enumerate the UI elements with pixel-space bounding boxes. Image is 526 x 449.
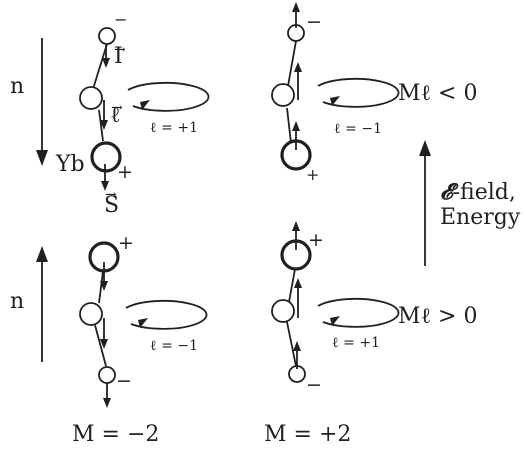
charge-plus-tr: + xyxy=(306,165,319,184)
efield-text: -field, xyxy=(453,180,516,205)
ml-negative-label: Mℓ < 0 xyxy=(398,81,477,106)
vector-label-i: I xyxy=(114,44,123,69)
molecule-top-right xyxy=(271,2,400,171)
middle-atom xyxy=(79,86,103,110)
middle-atom xyxy=(271,83,295,107)
ml-positive-label: Mℓ > 0 xyxy=(398,304,477,329)
charge-minus-bl: − xyxy=(116,370,132,392)
l-value-bottom-right: ℓ = +1 xyxy=(332,335,380,351)
molecule-bottom-right xyxy=(271,221,400,383)
orbit-ellipse xyxy=(125,299,208,330)
charge-plus-bl: + xyxy=(118,232,134,254)
molecule-top-left xyxy=(79,27,210,191)
m-value-right: M = +2 xyxy=(264,422,351,447)
n-arrow-bottom xyxy=(36,246,48,362)
charge-plus-tl: + xyxy=(117,161,133,183)
energy-label: Energy xyxy=(440,205,521,230)
middle-atom xyxy=(79,302,103,326)
n-arrow-top xyxy=(36,38,48,166)
charge-minus-br: − xyxy=(306,374,322,396)
small-atom xyxy=(98,27,116,45)
middle-atom xyxy=(271,299,295,323)
molecule-bottom-left xyxy=(79,241,208,408)
small-atom xyxy=(98,366,116,384)
m-value-left: M = −2 xyxy=(72,422,159,447)
n-label-top: n xyxy=(10,74,24,99)
orbit-ellipse xyxy=(317,297,400,328)
charge-minus-tl: − xyxy=(114,10,127,29)
yb-atom xyxy=(90,141,122,173)
efield-energy-arrow xyxy=(419,140,431,266)
n-label-bottom: n xyxy=(10,289,24,314)
charge-plus-br: + xyxy=(308,229,324,251)
efield-label: 𝓔-field, xyxy=(440,179,516,205)
vector-arrow-i: → xyxy=(114,42,126,58)
l-value-top-right: ℓ = −1 xyxy=(334,121,382,137)
l-value-top-left: ℓ = +1 xyxy=(150,120,198,136)
vector-label-s: S xyxy=(104,193,119,218)
orbit-ellipse xyxy=(127,81,210,112)
vector-label-l: ℓ xyxy=(110,103,121,128)
yb-label: Yb xyxy=(55,152,85,177)
l-value-bottom-left: ℓ = −1 xyxy=(150,338,198,354)
charge-minus-tr: − xyxy=(306,11,322,33)
orbit-ellipse xyxy=(317,77,400,108)
vector-arrow-s: → xyxy=(105,187,117,203)
vector-arrow-l: → xyxy=(111,100,123,116)
